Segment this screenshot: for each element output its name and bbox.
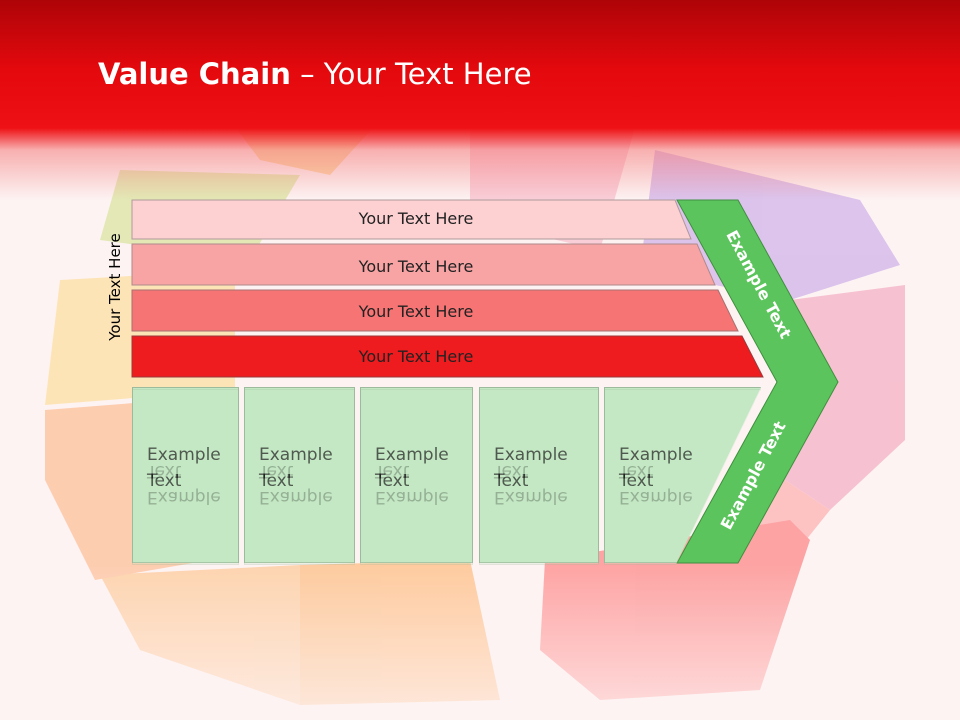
- box-line1: Example: [147, 445, 221, 465]
- activity-box-3: Example Text: [360, 387, 473, 563]
- bar-1-label: Your Text Here: [358, 209, 474, 228]
- box-line2: Text: [259, 471, 294, 491]
- box-line1: Example: [619, 445, 693, 465]
- activity-box-4: Example Text: [479, 387, 599, 563]
- bar-2: [131, 243, 716, 286]
- title-bold: Value Chain: [98, 57, 291, 91]
- bar-4: [131, 335, 764, 378]
- title-rest: – Your Text Here: [290, 57, 532, 91]
- margin-chevron: [676, 199, 839, 564]
- bar-3-label: Your Text Here: [358, 302, 474, 321]
- box-line2: Text: [619, 471, 654, 491]
- bar-3: [131, 289, 739, 332]
- box-line1: Example: [259, 445, 333, 465]
- box-line2: Text: [147, 471, 182, 491]
- bar-1: [131, 199, 692, 240]
- box-line1: Example: [375, 445, 449, 465]
- box-line2: Text: [494, 471, 529, 491]
- activity-box-2: Example Text: [244, 387, 355, 563]
- bar-2-label: Your Text Here: [358, 257, 474, 276]
- activity-box-1: Example Text: [132, 387, 239, 563]
- bar-4-label: Your Text Here: [358, 347, 474, 366]
- box-line2: Text: [375, 471, 410, 491]
- header-band: [0, 0, 960, 200]
- box-line1: Example: [494, 445, 568, 465]
- slide-title: Value Chain – Your Text Here: [98, 54, 532, 94]
